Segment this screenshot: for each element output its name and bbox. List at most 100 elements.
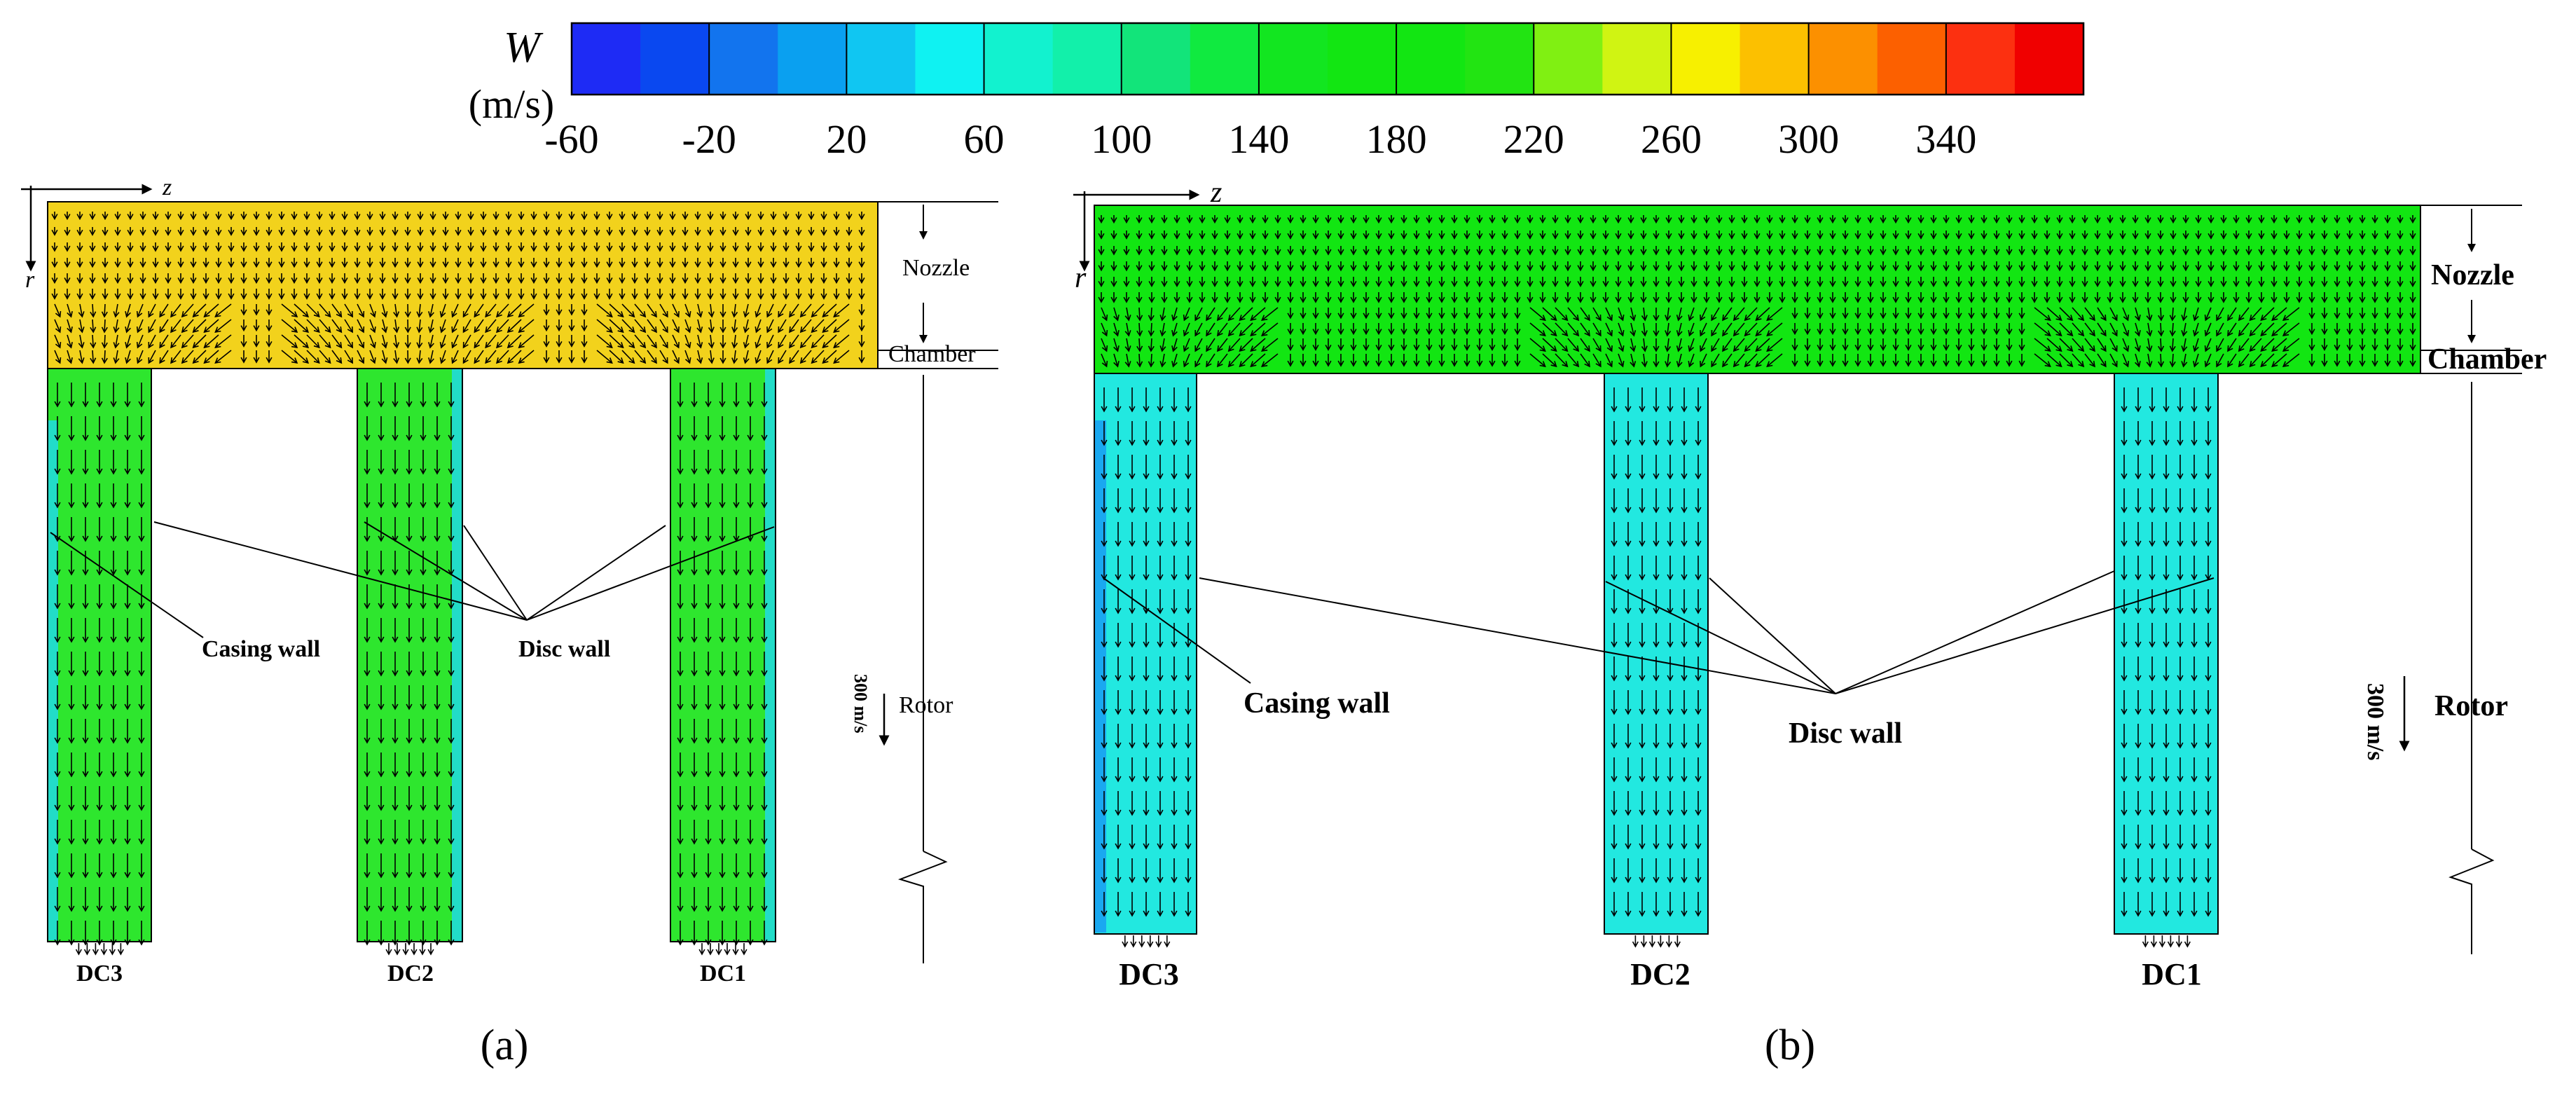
velocity-vector [82, 551, 89, 576]
velocity-vector [1262, 215, 1269, 224]
velocity-vector [708, 319, 715, 334]
velocity-vector [357, 319, 365, 334]
velocity-vector [1917, 292, 1924, 303]
velocity-vector [428, 303, 434, 318]
velocity-vector [2205, 858, 2212, 884]
velocity-vector [1611, 623, 1618, 648]
velocity-vector [228, 212, 235, 221]
velocity-vector [543, 335, 550, 348]
velocity-vector [1766, 322, 1783, 337]
velocity-vector [1206, 307, 1215, 322]
velocity-vector [833, 319, 850, 334]
velocity-vector [1728, 246, 1735, 256]
velocity-vector [2059, 338, 2074, 352]
velocity-vector [619, 212, 626, 221]
velocity-vector [795, 242, 802, 252]
velocity-vector [568, 289, 575, 300]
velocity-vector [1905, 292, 1912, 303]
velocity-vector [462, 303, 471, 318]
velocity-vector [124, 752, 131, 778]
velocity-vector [54, 350, 62, 364]
velocity-vector [1653, 892, 1660, 917]
velocity-vector [1227, 353, 1241, 368]
velocity-vector [1249, 277, 1256, 288]
velocity-vector [2157, 277, 2164, 288]
velocity-vector [152, 258, 159, 268]
velocity-vector [1101, 522, 1108, 547]
velocity-vector [2031, 246, 2038, 256]
velocity-vector [1653, 261, 1660, 272]
velocity-vector [1388, 215, 1395, 224]
velocity-vector [518, 319, 535, 334]
velocity-vector [404, 212, 411, 221]
velocity-vector [2346, 354, 2353, 367]
velocity-vector [331, 334, 343, 349]
velocity-vector [1124, 353, 1131, 368]
velocity-vector [691, 820, 698, 845]
velocity-vector [1489, 231, 1496, 240]
velocity-vector [2334, 292, 2341, 303]
velocity-vector [2334, 354, 2341, 367]
velocity-vector [719, 887, 726, 912]
velocity-vector [202, 242, 209, 252]
velocity-vector [2371, 292, 2378, 303]
velocity-vector [2144, 261, 2151, 272]
velocity-vector [1577, 231, 1584, 240]
velocity-vector [1630, 338, 1637, 352]
velocity-vector [2031, 215, 2038, 224]
velocity-vector [96, 685, 103, 710]
velocity-vector [705, 383, 712, 408]
velocity-vector [1514, 354, 1521, 367]
velocity-vector [1829, 308, 1836, 319]
colorbar-cell [1052, 23, 1122, 95]
velocity-vector [1981, 246, 1988, 256]
velocity-vector [1993, 308, 2000, 319]
channel-label-dc2-b: DC2 [1630, 957, 1690, 991]
velocity-vector [1640, 261, 1647, 272]
velocity-vector [1274, 277, 1281, 288]
velocity-vector [417, 258, 424, 268]
velocity-vector [719, 212, 726, 221]
velocity-vector [136, 350, 144, 364]
velocity-vector [253, 350, 260, 364]
velocity-vector [2097, 338, 2107, 352]
velocity-vector [379, 212, 386, 221]
velocity-vector [420, 618, 427, 643]
velocity-vector [319, 334, 331, 349]
velocity-vector [1630, 353, 1637, 368]
velocity-vector [1185, 724, 1192, 749]
velocity-vector [1892, 338, 1899, 351]
velocity-vector [124, 652, 131, 677]
velocity-vector [1640, 935, 1647, 948]
velocity-vector [1625, 657, 1632, 682]
velocity-vector [214, 334, 232, 349]
velocity-vector [1476, 215, 1483, 224]
velocity-vector [2018, 308, 2025, 319]
velocity-vector [2081, 261, 2088, 272]
velocity-vector [1489, 308, 1496, 319]
velocity-vector [2169, 307, 2176, 322]
velocity-vector [1388, 308, 1395, 319]
velocity-vector [507, 350, 522, 364]
velocity-vector [306, 350, 320, 364]
velocity-vector [719, 752, 726, 778]
velocity-vector [1681, 556, 1688, 581]
velocity-vector [1842, 338, 1849, 351]
annotation-casing-wall-a: Casing wall [202, 636, 320, 662]
velocity-vector [745, 212, 752, 221]
velocity-vector [1665, 261, 1672, 272]
velocity-vector [2107, 215, 2114, 224]
velocity-vector [1791, 338, 1798, 351]
velocity-vector [543, 258, 550, 268]
velocity-vector [2205, 387, 2212, 413]
velocity-vector [369, 350, 376, 364]
velocity-vector [2260, 353, 2275, 368]
velocity-vector [253, 273, 260, 284]
velocity-vector [2205, 757, 2212, 783]
velocity-vector [341, 242, 348, 252]
velocity-vector [1312, 354, 1319, 367]
velocity-vector [1101, 455, 1108, 480]
velocity-vector [1250, 307, 1266, 322]
velocity-vector [1681, 488, 1688, 514]
velocity-vector [1463, 354, 1470, 367]
